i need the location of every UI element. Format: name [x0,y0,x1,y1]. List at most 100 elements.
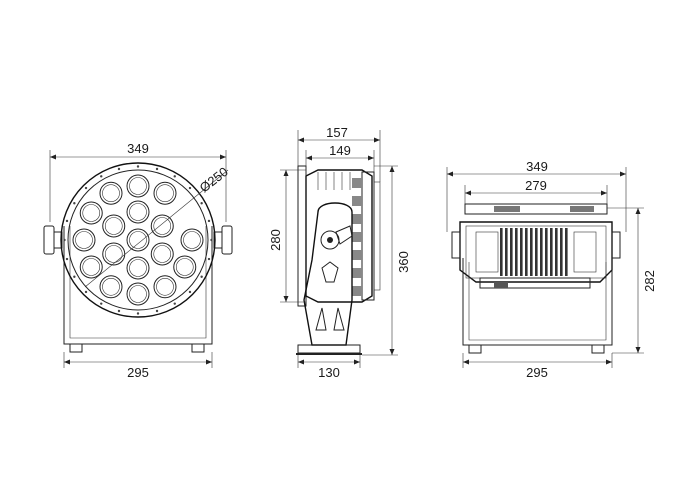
led-lens [126,174,150,198]
diameter-leader [84,169,229,288]
rear-fin [545,228,548,276]
led-lens [72,228,96,252]
led-lens-inner [183,231,201,249]
led-lens-inner [82,258,101,276]
led-lens-inner [129,177,147,195]
rear-view: 349 279 295 282 [446,159,657,380]
rear-fin [555,228,558,276]
led-lens [153,181,177,205]
led-lens-inner [104,217,123,235]
dim-rear-width-top: 349 [526,159,548,174]
bezel-screw [100,175,103,178]
led-lens [102,242,126,266]
side-fin [352,286,362,296]
yoke-arm [303,202,353,346]
bezel-screw [155,167,159,171]
led-lens [79,255,103,279]
led-lens-inner [153,245,172,263]
bezel-screw [84,290,88,294]
side-fin [352,268,362,278]
bezel-screw [73,202,76,205]
rear-fin [530,228,533,276]
dim-rear-width-inner: 279 [525,178,547,193]
dim-side-height-head: 280 [268,229,283,251]
led-lens-array [63,165,213,315]
rear-side-panel-left [475,231,499,273]
rear-fin [500,228,503,276]
dim-front-width-bottom: 295 [127,365,149,380]
led-lens [173,255,197,279]
led-lens [153,275,177,299]
bezel-screw [117,309,121,313]
led-lens [102,214,126,238]
right-knob [213,225,233,255]
bezel-screw [136,312,140,315]
rear-fin [560,228,563,276]
bezel-screw [207,257,211,261]
led-lens-inner [82,204,101,222]
led-lens [180,228,204,252]
bezel-screw [210,238,213,242]
led-lens-inner [129,259,147,277]
rear-side-panel-right [573,231,597,273]
led-lens-inner [175,258,194,276]
led-lens [126,282,150,306]
rear-fin [520,228,523,276]
bezel-screw [188,290,192,294]
rear-fin [515,228,518,276]
side-view: 157 149 280 360 130 [268,125,411,380]
led-lens-inner [153,217,172,235]
bezel-screw [200,275,203,278]
led-lens [126,228,150,252]
heatsink-fins [317,172,362,296]
led-lens-inner [156,184,174,203]
led-lens [150,242,174,266]
rear-fin [505,228,508,276]
bezel-screw [100,302,103,305]
bezel-screw [73,275,76,278]
dim-side-height-total: 360 [396,251,411,273]
left-knob [43,225,63,255]
dim-side-depth-outer: 157 [326,125,348,140]
bezel-screw [136,165,140,168]
led-lens-inner [156,277,174,296]
dim-side-base-depth: 130 [318,365,340,380]
bezel-screw [173,175,176,178]
side-fin [352,178,362,188]
side-fin [352,214,362,224]
led-lens-inner [102,184,120,203]
bezel-screw [65,257,69,261]
led-lens-inner [102,277,120,296]
rear-fin [525,228,528,276]
led-lens [126,200,150,224]
bezel-screw [117,167,121,171]
rear-fin [540,228,543,276]
rear-fin [510,228,513,276]
front-view: Ø250 349 295 [43,141,233,380]
side-fin [352,250,362,260]
bezel-screw [84,186,88,190]
dim-rear-width-bottom: 295 [526,365,548,380]
led-lens-inner [104,245,123,263]
led-lens-inner [129,285,147,303]
led-lens [126,256,150,280]
rear-heatsink-fins [475,228,597,276]
rear-fin [565,228,568,276]
dim-side-depth-inner: 149 [329,143,351,158]
led-lens-inner [75,231,93,249]
side-fin [352,232,362,242]
led-lens [99,181,123,205]
bezel-screw [63,238,66,242]
led-lens [150,214,174,238]
front-head-inner [67,169,209,311]
bezel-screw [188,186,192,190]
led-lens-inner [129,231,147,249]
dim-front-width-top: 349 [127,141,149,156]
bezel-screw [207,219,211,223]
led-lens [99,275,123,299]
front-head-outer [60,162,216,318]
led-lens [79,201,103,225]
bezel-screw [65,219,69,223]
side-fin [352,196,362,206]
